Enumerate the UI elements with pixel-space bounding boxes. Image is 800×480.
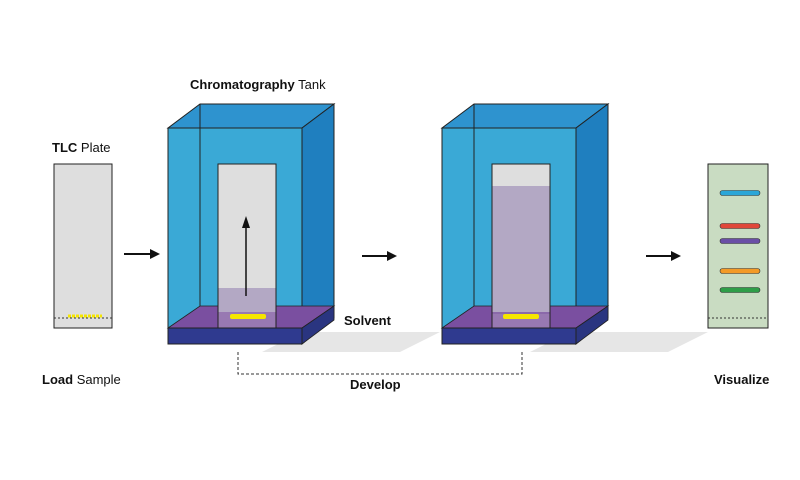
arrow-2-icon	[362, 251, 397, 261]
develop-bracket	[237, 352, 523, 375]
tlc-plate-blank	[53, 163, 113, 329]
visualize-label: Visualize	[714, 372, 770, 387]
solvent-rise	[218, 288, 276, 312]
arrow-3-icon	[646, 251, 681, 261]
solvent-label: Solvent	[344, 313, 391, 328]
band-blue	[719, 190, 761, 196]
sample-spot-tank	[230, 314, 266, 319]
visualized-plate	[707, 163, 769, 329]
band-purple	[719, 238, 761, 244]
tank-base	[441, 327, 577, 345]
sample-spot-tank	[503, 314, 539, 319]
band-red	[719, 223, 761, 229]
plate-body	[707, 163, 769, 329]
arrow-1-icon	[124, 249, 160, 259]
chromatography-tank-1	[166, 103, 440, 352]
tlc-plate-label: TLC Plate	[52, 140, 111, 155]
solvent-front-region	[492, 186, 550, 314]
band-green	[719, 287, 761, 293]
develop-label: Develop	[350, 377, 401, 392]
solvent-direction-arrow-icon	[242, 216, 250, 296]
plate-body	[53, 163, 113, 329]
load-sample-label: Load Sample	[42, 372, 121, 387]
tank-base	[167, 327, 303, 345]
band-orange	[719, 268, 761, 274]
chromatography-tank-label: Chromatography Tank	[190, 77, 326, 92]
chromatography-tank-2	[440, 103, 708, 352]
